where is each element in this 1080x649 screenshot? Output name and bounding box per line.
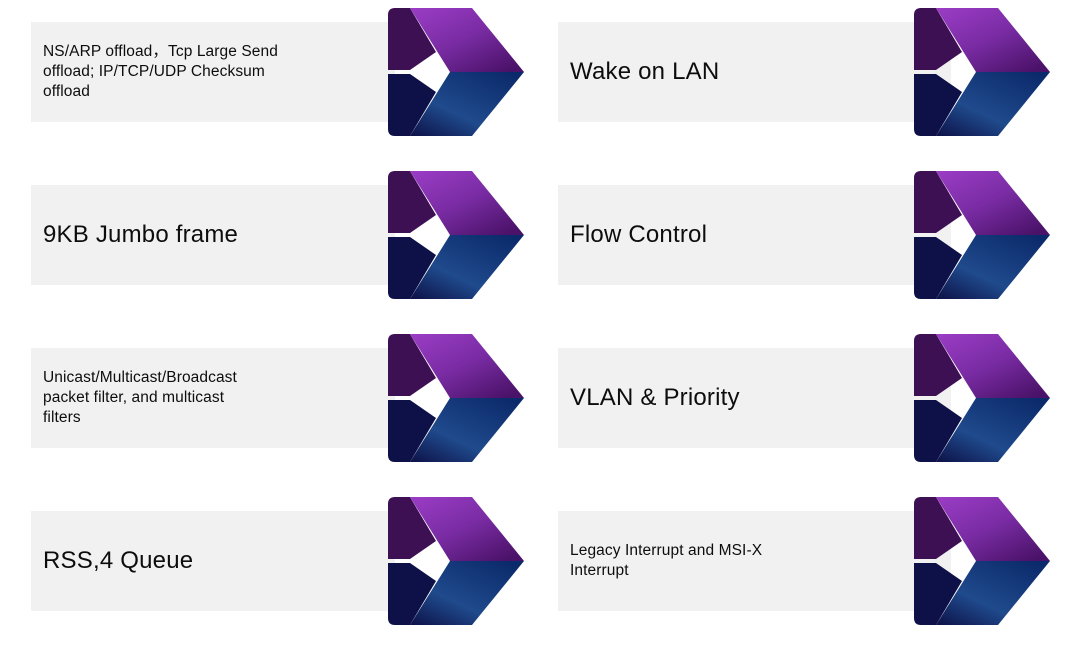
chevron-callout-packet-filter[interactable]: Unicast/Multicast/Broadcast packet filte… bbox=[31, 326, 524, 470]
chevron-arrow-icon bbox=[906, 0, 1050, 144]
chevron-bar: Flow Control bbox=[558, 185, 951, 285]
chevron-bar: Wake on LAN bbox=[558, 22, 951, 122]
chevron-callout-rss-queue[interactable]: RSS,4 Queue bbox=[31, 489, 524, 633]
chevron-label: 9KB Jumbo frame bbox=[43, 220, 239, 248]
chevron-arrow-icon bbox=[380, 326, 524, 470]
chevron-arrow-icon bbox=[906, 163, 1050, 307]
chevron-callout-ns-arp-offload[interactable]: NS/ARP offload，Tcp Large Send offload; I… bbox=[31, 0, 524, 144]
chevron-bar: VLAN & Priority bbox=[558, 348, 951, 448]
chevron-bar: RSS,4 Queue bbox=[31, 511, 395, 611]
chevron-bar: Legacy Interrupt and MSI-X Interrupt bbox=[558, 511, 951, 611]
chevron-callout-vlan-priority[interactable]: VLAN & Priority bbox=[558, 326, 1050, 470]
chevron-arrow-icon bbox=[906, 326, 1050, 470]
chevron-label: Legacy Interrupt and MSI-X Interrupt bbox=[570, 541, 763, 579]
chevron-callout-interrupts[interactable]: Legacy Interrupt and MSI-X Interrupt bbox=[558, 489, 1050, 633]
chevron-arrow-icon bbox=[380, 163, 524, 307]
chevron-label: Unicast/Multicast/Broadcast packet filte… bbox=[43, 368, 237, 427]
chevron-label: Wake on LAN bbox=[570, 57, 720, 85]
chevron-label: RSS,4 Queue bbox=[43, 546, 194, 574]
chevron-arrow-icon bbox=[906, 489, 1050, 633]
chevron-label: Flow Control bbox=[570, 220, 708, 248]
chevron-bar: NS/ARP offload，Tcp Large Send offload; I… bbox=[31, 22, 395, 122]
chevron-arrow-icon bbox=[380, 0, 524, 144]
chevron-label: VLAN & Priority bbox=[570, 383, 740, 411]
chevron-bar: 9KB Jumbo frame bbox=[31, 185, 395, 285]
chevron-arrow-icon bbox=[380, 489, 524, 633]
chevron-callout-wake-on-lan[interactable]: Wake on LAN bbox=[558, 0, 1050, 144]
chevron-callout-jumbo-frame[interactable]: 9KB Jumbo frame bbox=[31, 163, 524, 307]
chevron-callout-flow-control[interactable]: Flow Control bbox=[558, 163, 1050, 307]
chevron-label: NS/ARP offload，Tcp Large Send offload; I… bbox=[43, 42, 278, 101]
chevron-bar: Unicast/Multicast/Broadcast packet filte… bbox=[31, 348, 395, 448]
